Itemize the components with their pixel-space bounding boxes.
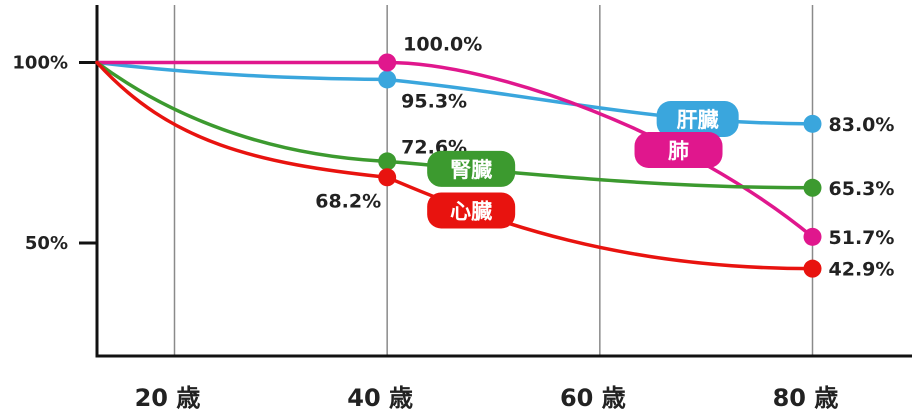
data-label-1-2: 51.7% [829,227,895,249]
series-pill-1 [634,132,723,168]
data-point-2-1 [378,152,397,171]
data-point-3-1 [378,168,397,187]
data-label-2-2: 65.3% [829,178,895,200]
data-label-3-2: 42.9% [829,259,895,281]
series-name-0: 肝臓 [677,108,719,132]
x-tick-label-80: 80 歳 [773,384,839,411]
data-point-1-1 [378,53,397,72]
data-label-0-2: 83.0% [829,114,895,136]
series-pill-0 [656,101,739,138]
y-tick-label-50: 50% [25,233,68,254]
data-labels: 95.3%83.0%100.0%51.7%72.6%65.3%68.2%42.9… [315,34,894,281]
data-points [378,53,822,278]
y-tick-label-100: 100% [12,53,68,74]
series-pill-2 [427,150,516,187]
tick-labels: 20 歳 40 歳 60 歳 80 歳 100% 50% [12,53,838,411]
series-name-1: 肺 [668,139,689,163]
x-tick-label-60: 60 歳 [560,384,626,411]
x-tick-label-40: 40 歳 [347,384,413,411]
data-point-1-2 [803,227,822,246]
x-tick-label-20: 20 歳 [135,384,201,411]
data-point-2-2 [803,178,822,197]
data-label-1-1: 100.0% [403,34,482,56]
data-point-3-2 [803,259,822,278]
data-label-3-1: 68.2% [315,190,381,212]
series-pill-3 [427,192,516,229]
data-point-0-2 [803,114,822,133]
series-line-2 [95,60,815,190]
series-name-3: 心臓 [450,199,492,223]
series-name-2: 腎臓 [450,158,492,182]
data-label-0-1: 95.3% [401,90,467,112]
data-point-0-1 [378,70,397,89]
